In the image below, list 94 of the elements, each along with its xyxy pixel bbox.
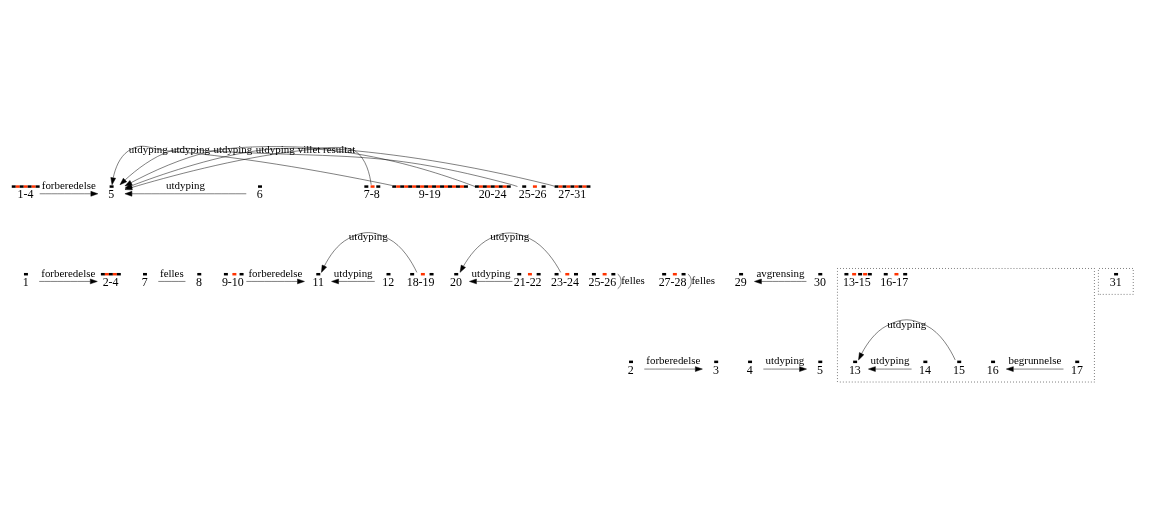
node-label: 6: [256, 186, 263, 201]
edge-label: felles: [691, 273, 716, 286]
arrow: [763, 365, 807, 372]
node-box: [143, 272, 147, 275]
node-box: [629, 360, 633, 363]
edge-label: utdyping: [213, 142, 253, 155]
arrow: [858, 319, 956, 360]
edge-label: avgrensing: [756, 266, 805, 279]
node-box: [109, 184, 114, 188]
edge-label: utdyping: [348, 229, 388, 242]
node-label: 7-8: [363, 186, 380, 201]
edge-label: utdyping: [471, 266, 511, 279]
node-label: 17: [1071, 362, 1083, 377]
node-label: 1: [22, 274, 29, 289]
edge-label: begrunnelse: [1008, 353, 1062, 366]
node-label: 14: [919, 362, 932, 377]
node-label: 7: [141, 274, 148, 289]
edge-label: forberedelse: [646, 353, 701, 366]
node-box: [1114, 272, 1119, 275]
arrow: [644, 365, 703, 372]
node-text: 9-19: [418, 186, 441, 201]
edge-label: utdyping: [887, 317, 927, 330]
node-box: [386, 272, 391, 275]
edge-label: felles: [621, 273, 645, 286]
edge-label: utdyping: [765, 353, 805, 366]
node-label: 13-15: [842, 274, 871, 289]
node-label: 18-19: [406, 274, 435, 289]
node-box: [1075, 360, 1080, 363]
node-label: 25-26: [588, 274, 617, 289]
edge-label: forberedelse: [41, 266, 96, 279]
node-box: [853, 360, 858, 363]
edge-label: utdyping: [490, 229, 530, 242]
edge-label: utdyping: [333, 266, 373, 279]
edge-label: utdyping: [166, 178, 206, 191]
arrow: [110, 145, 393, 186]
edge-label: forberedelse: [248, 266, 303, 279]
cluster: [836, 267, 1095, 382]
node-label: 1-4: [17, 186, 34, 201]
node-label: 5: [817, 362, 823, 377]
node-box: [748, 360, 753, 363]
edge-label: felles: [160, 266, 184, 279]
node-label: 31: [1109, 274, 1122, 289]
arrow: [119, 147, 518, 187]
node-label: 8: [196, 274, 202, 289]
node-label: 20: [450, 274, 462, 289]
node-box: [957, 360, 962, 363]
node-label: 20-24: [478, 186, 507, 201]
node-box: [739, 272, 744, 275]
node-label: 16: [986, 362, 999, 377]
node-label: 11: [312, 274, 325, 289]
node-label: 2: [627, 362, 634, 377]
node-label: 27-28: [658, 274, 687, 289]
arrow: [39, 190, 99, 196]
edge-label: forberedelse: [41, 178, 96, 191]
node-label: 13: [848, 362, 861, 377]
node-box: [454, 272, 459, 275]
edge-label: utdyping: [128, 142, 168, 155]
edge-label: utdyping: [171, 142, 210, 155]
arrow: [469, 278, 513, 284]
node-label: 5: [108, 186, 115, 201]
node-label: 29: [734, 274, 747, 289]
node-label: 2-4: [102, 274, 119, 289]
node-label: 21-22: [513, 274, 542, 289]
node-box: [818, 272, 823, 275]
node-box: [23, 272, 28, 275]
arrow: [331, 278, 375, 284]
node-box: [197, 272, 202, 275]
node-box: [923, 360, 928, 363]
arrow: [124, 190, 247, 196]
node-label: 12: [382, 274, 395, 289]
node-box: [991, 360, 996, 363]
arrow: [754, 278, 807, 284]
node-label: 3: [712, 362, 719, 377]
cluster: [1097, 267, 1134, 295]
edge-label: utdyping: [870, 353, 910, 366]
node-label: 16-17: [880, 274, 909, 289]
node-box: [818, 360, 823, 363]
node-box: [316, 272, 321, 275]
arrow: [124, 145, 555, 186]
arrow: [868, 365, 912, 372]
arrow: [38, 278, 98, 284]
arrow: [246, 278, 305, 284]
arrow: [1006, 365, 1064, 372]
node-label: 9-10: [221, 274, 244, 289]
node-label: 4: [746, 362, 753, 377]
node-label: 27-31: [558, 186, 587, 201]
node-label: 23-24: [551, 274, 579, 289]
edge-label: villet resultat: [297, 142, 356, 155]
node-label: 25-26: [518, 186, 547, 201]
node-label: 30: [814, 274, 826, 289]
edge-label: utdyping: [255, 142, 295, 155]
node-box: [258, 184, 262, 188]
node-label: 15: [952, 362, 965, 377]
node-box: [714, 360, 719, 363]
